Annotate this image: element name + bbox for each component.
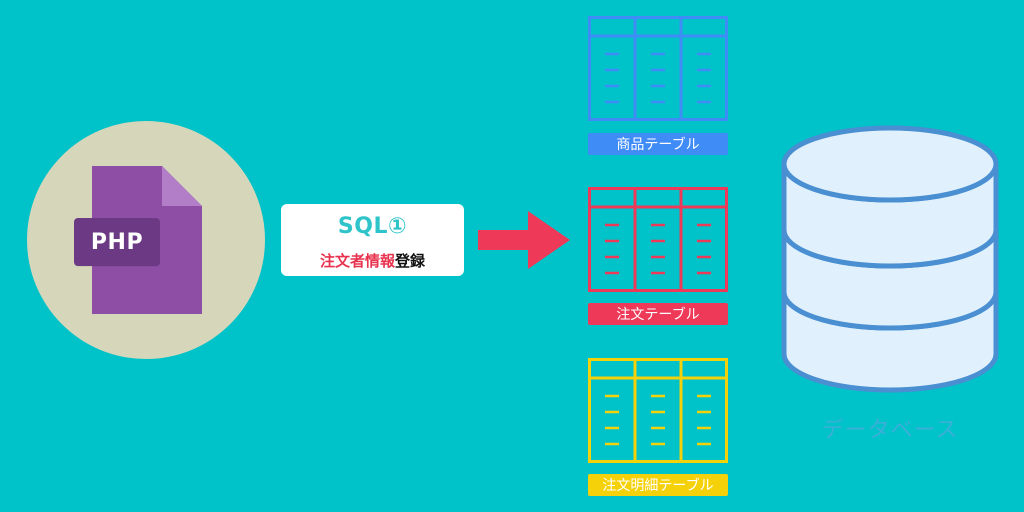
database-caption: データベース	[821, 418, 959, 443]
order-detail-table-label-text: 注文明細テーブル	[602, 478, 714, 494]
sql-subtitle: 注文者情報登録	[281, 250, 464, 271]
sql-subtitle-highlight: 注文者情報	[319, 252, 395, 270]
order-table-label: 注文テーブル	[588, 303, 728, 325]
product-table-label: 商品テーブル	[588, 133, 728, 155]
order-table-icon	[588, 187, 728, 292]
right-arrow-icon	[478, 211, 570, 269]
product-table-label-text: 商品テーブル	[616, 137, 700, 153]
order-table-label-text: 注文テーブル	[616, 307, 700, 323]
order-detail-table-label: 注文明細テーブル	[588, 474, 728, 496]
php-label: PHP	[90, 229, 144, 255]
php-label-badge: PHP	[74, 218, 160, 266]
sql-subtitle-rest: 登録	[395, 252, 426, 270]
order-detail-table-icon	[588, 358, 728, 463]
sql-card: SQL① 注文者情報登録	[281, 204, 464, 276]
sql-title: SQL①	[337, 214, 408, 239]
database-icon	[781, 125, 999, 393]
product-table-icon	[588, 16, 728, 121]
